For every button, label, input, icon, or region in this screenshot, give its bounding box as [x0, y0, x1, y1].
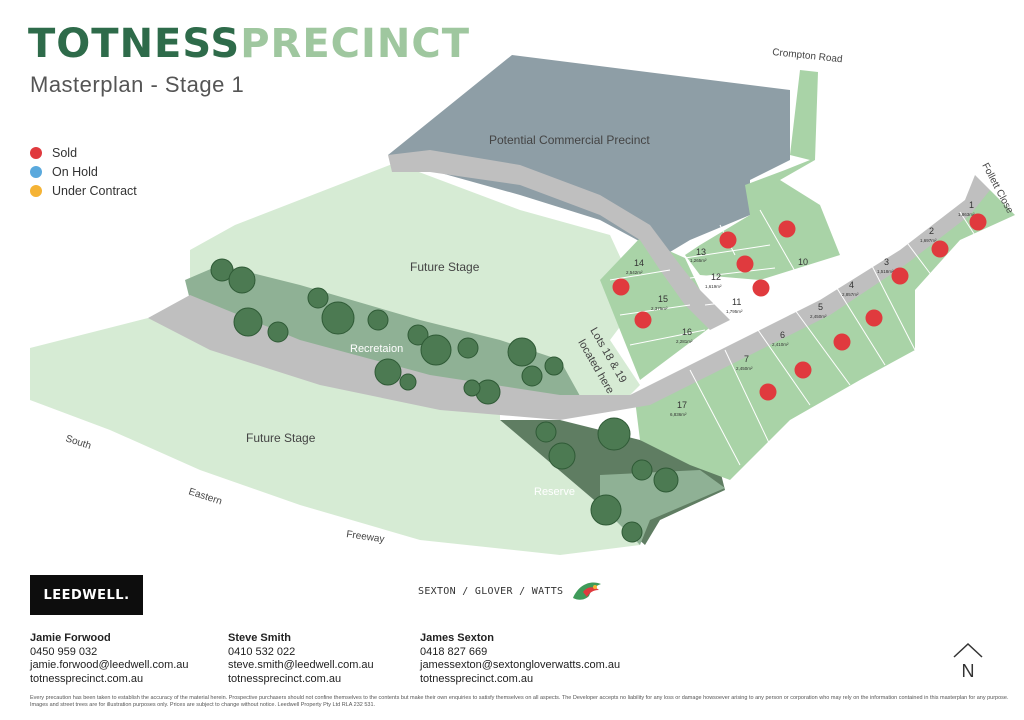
lot-12-number: 12 [711, 272, 721, 282]
recreation-area [185, 265, 585, 405]
future-stage-north-label: Future Stage [410, 260, 480, 274]
lot-13-area: 1,265m² [690, 258, 707, 263]
lot-10-sold-marker[interactable] [778, 220, 796, 238]
lot-6-number: 6 [780, 330, 785, 340]
north-arrow: N [952, 642, 984, 682]
contact-3-name: James Sexton [420, 632, 494, 644]
lot-4-area: 2,857m² [842, 292, 859, 297]
bird-icon [573, 582, 602, 600]
lot-6-area: 2,410m² [772, 342, 789, 347]
on-hold-dot-icon [30, 165, 42, 178]
trees [210, 258, 679, 543]
lot-11-area: 1,795m² [726, 309, 743, 314]
contact-2-name: Steve Smith [228, 632, 291, 644]
contact-2-web[interactable]: totnessprecinct.com.au [228, 672, 342, 685]
lot-3-area: 1,518m² [877, 269, 894, 274]
lot-14-number: 14 [634, 258, 644, 268]
contact-3-email[interactable]: jamessexton@sextongloverwatts.com.au [420, 659, 621, 671]
lot-11-sold-marker[interactable] [752, 279, 770, 297]
lot-5-sold-marker[interactable] [833, 333, 851, 351]
contact-1-email[interactable]: jamie.forwood@leedwell.com.au [30, 659, 189, 671]
recreation-label: Recretaion [350, 343, 403, 355]
contact-1-name: Jamie Forwood [30, 632, 111, 644]
lot-12-sold-marker[interactable] [736, 255, 754, 273]
brand-logo-part2: PRECINCT [240, 21, 470, 67]
commercial-precinct-label: Potential Commercial Precinct [489, 133, 650, 147]
contact-block-1: Jamie Forwood 0450 959 032 jamie.forwood… [30, 632, 189, 686]
lot-2-area: 1,697m² [920, 238, 937, 243]
freeway-label: Freeway [346, 529, 386, 545]
sold-markers [612, 213, 987, 401]
contact-2-phone[interactable]: 0410 532 022 [228, 645, 296, 658]
legend-label-on-hold: On Hold [52, 164, 98, 179]
lot-13-number: 13 [696, 247, 706, 257]
legend-label-sold: Sold [52, 145, 78, 160]
lot-1-number: 1 [969, 200, 974, 210]
lot-17-area: 6,836m² [670, 412, 687, 417]
lot-12-area: 1,619m² [705, 284, 722, 289]
contact-1-phone[interactable]: 0450 959 032 [30, 645, 98, 658]
legend-item-under-contract: Under Contract [30, 181, 137, 200]
legend-item-sold: Sold [30, 143, 137, 162]
lot-2-number: 2 [929, 226, 934, 236]
lot-2-sold-marker[interactable] [931, 240, 949, 258]
future-stage-south-area [30, 318, 640, 555]
lot-14-area: 2,542m² [626, 270, 643, 275]
lot-7-sold-marker[interactable] [759, 383, 777, 401]
lot-1-sold-marker[interactable] [969, 213, 987, 231]
sold-dot-icon [30, 146, 42, 159]
commercial-precinct-area [388, 55, 790, 255]
legend-label-under-contract: Under Contract [52, 183, 137, 198]
lot-15-number: 15 [658, 294, 668, 304]
lot-4-sold-marker[interactable] [865, 309, 883, 327]
lot-11-number: 11 [732, 297, 741, 307]
contact-block-3: James Sexton 0418 827 669 jamessexton@se… [420, 632, 620, 686]
lot-14-sold-marker[interactable] [612, 278, 630, 296]
lot-15-area: 2,375m² [651, 306, 668, 311]
disclaimer-text: Every precaution has been taken to estab… [30, 695, 1009, 708]
contact-block-2: Steve Smith 0410 532 022 steve.smith@lee… [228, 632, 374, 686]
lot-7-number: 7 [744, 354, 749, 364]
lot-6-sold-marker[interactable] [794, 361, 812, 379]
brand-logo: TOTNESSPRECINCT [28, 22, 470, 66]
leedwell-logo: LEEDWELL. [30, 575, 143, 615]
eastern-label: Eastern [187, 486, 223, 507]
lot-5-number: 5 [818, 302, 823, 312]
main-road [148, 175, 990, 420]
under-contract-dot-icon [30, 184, 42, 197]
page-title: Masterplan - Stage 1 [30, 72, 245, 97]
lot-1-area: 1,863m² [958, 212, 975, 217]
lot-10-number: 10 [798, 257, 808, 267]
contact-2-email[interactable]: steve.smith@leedwell.com.au [228, 659, 374, 671]
lot-16-area: 2,281m² [676, 339, 693, 344]
lot-16-number: 16 [682, 327, 692, 337]
reserve-label: Reserve [534, 486, 575, 498]
sexton-glover-watts-logo: SEXTON / GLOVER / WATTS [418, 578, 605, 604]
lot-3-sold-marker[interactable] [891, 267, 909, 285]
secondary-road [388, 150, 730, 330]
contact-3-web[interactable]: totnessprecinct.com.au [420, 672, 534, 685]
lot-labels: 1 1,863m² 2 1,697m² 3 1,518m² 4 2,857m² … [626, 200, 975, 417]
south-label: South [64, 433, 92, 452]
lot-3-number: 3 [884, 257, 889, 267]
sgw-logo-text: SEXTON / GLOVER / WATTS [418, 585, 564, 597]
crompton-road-link-area [685, 70, 840, 280]
lot-17-number: 17 [677, 400, 687, 410]
lot-15-sold-marker[interactable] [634, 311, 652, 329]
lot-4-number: 4 [849, 280, 854, 290]
contact-1-web[interactable]: totnessprecinct.com.au [30, 672, 144, 685]
brand-logo-part1: TOTNESS [28, 21, 241, 67]
contact-3-phone[interactable]: 0418 827 669 [420, 645, 488, 658]
crompton-road-label: Crompton Road [772, 47, 843, 65]
north-label: N [961, 661, 975, 681]
status-legend: Sold On Hold Under Contract [30, 143, 137, 200]
lot-13-sold-marker[interactable] [719, 231, 737, 249]
north-arrow-icon [953, 642, 983, 658]
legend-item-on-hold: On Hold [30, 162, 137, 181]
future-stage-south-label: Future Stage [246, 431, 316, 445]
lot-5-area: 2,450m² [810, 314, 827, 319]
lots-east-area [635, 190, 1015, 480]
lot-7-area: 2,450m² [736, 366, 753, 371]
